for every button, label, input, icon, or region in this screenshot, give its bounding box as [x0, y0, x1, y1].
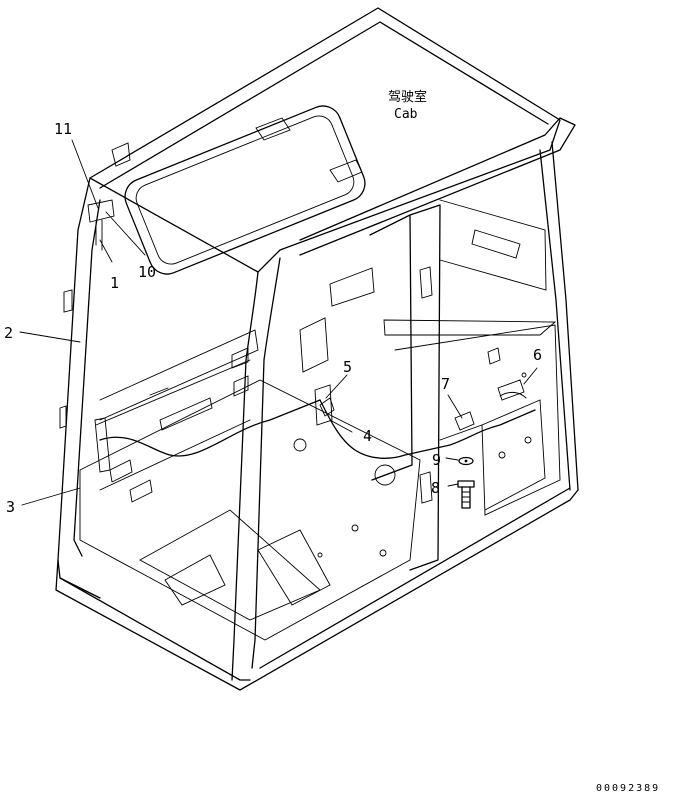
left-side-panel [94, 329, 259, 503]
callout-4: 4 [363, 427, 372, 445]
callout-10: 10 [138, 263, 156, 281]
door-hinge-area [59, 199, 115, 429]
callout-11: 11 [54, 120, 72, 138]
callout-5: 5 [343, 358, 352, 376]
leader-lines [19, 139, 538, 506]
callout-labels: 11 10 1 2 3 4 5 6 7 8 9 [4, 120, 542, 516]
title-english: Cab [394, 107, 418, 122]
callout-2: 2 [4, 324, 13, 342]
title-chinese: 驾驶室 [388, 89, 427, 105]
cab-floor [79, 379, 421, 641]
rear-partition [299, 199, 561, 571]
callout-9: 9 [432, 451, 441, 469]
wire-harness [99, 391, 536, 459]
callout-6: 6 [533, 346, 542, 364]
part-title: 驾驶室 Cab [388, 89, 427, 122]
callout-1: 1 [110, 274, 119, 292]
document-number: 00092389 [596, 783, 660, 794]
callout-7: 7 [441, 375, 450, 393]
bolt-and-washer [457, 456, 475, 509]
callout-8: 8 [431, 479, 440, 497]
cab-frame [55, 7, 579, 691]
callout-3: 3 [6, 498, 15, 516]
